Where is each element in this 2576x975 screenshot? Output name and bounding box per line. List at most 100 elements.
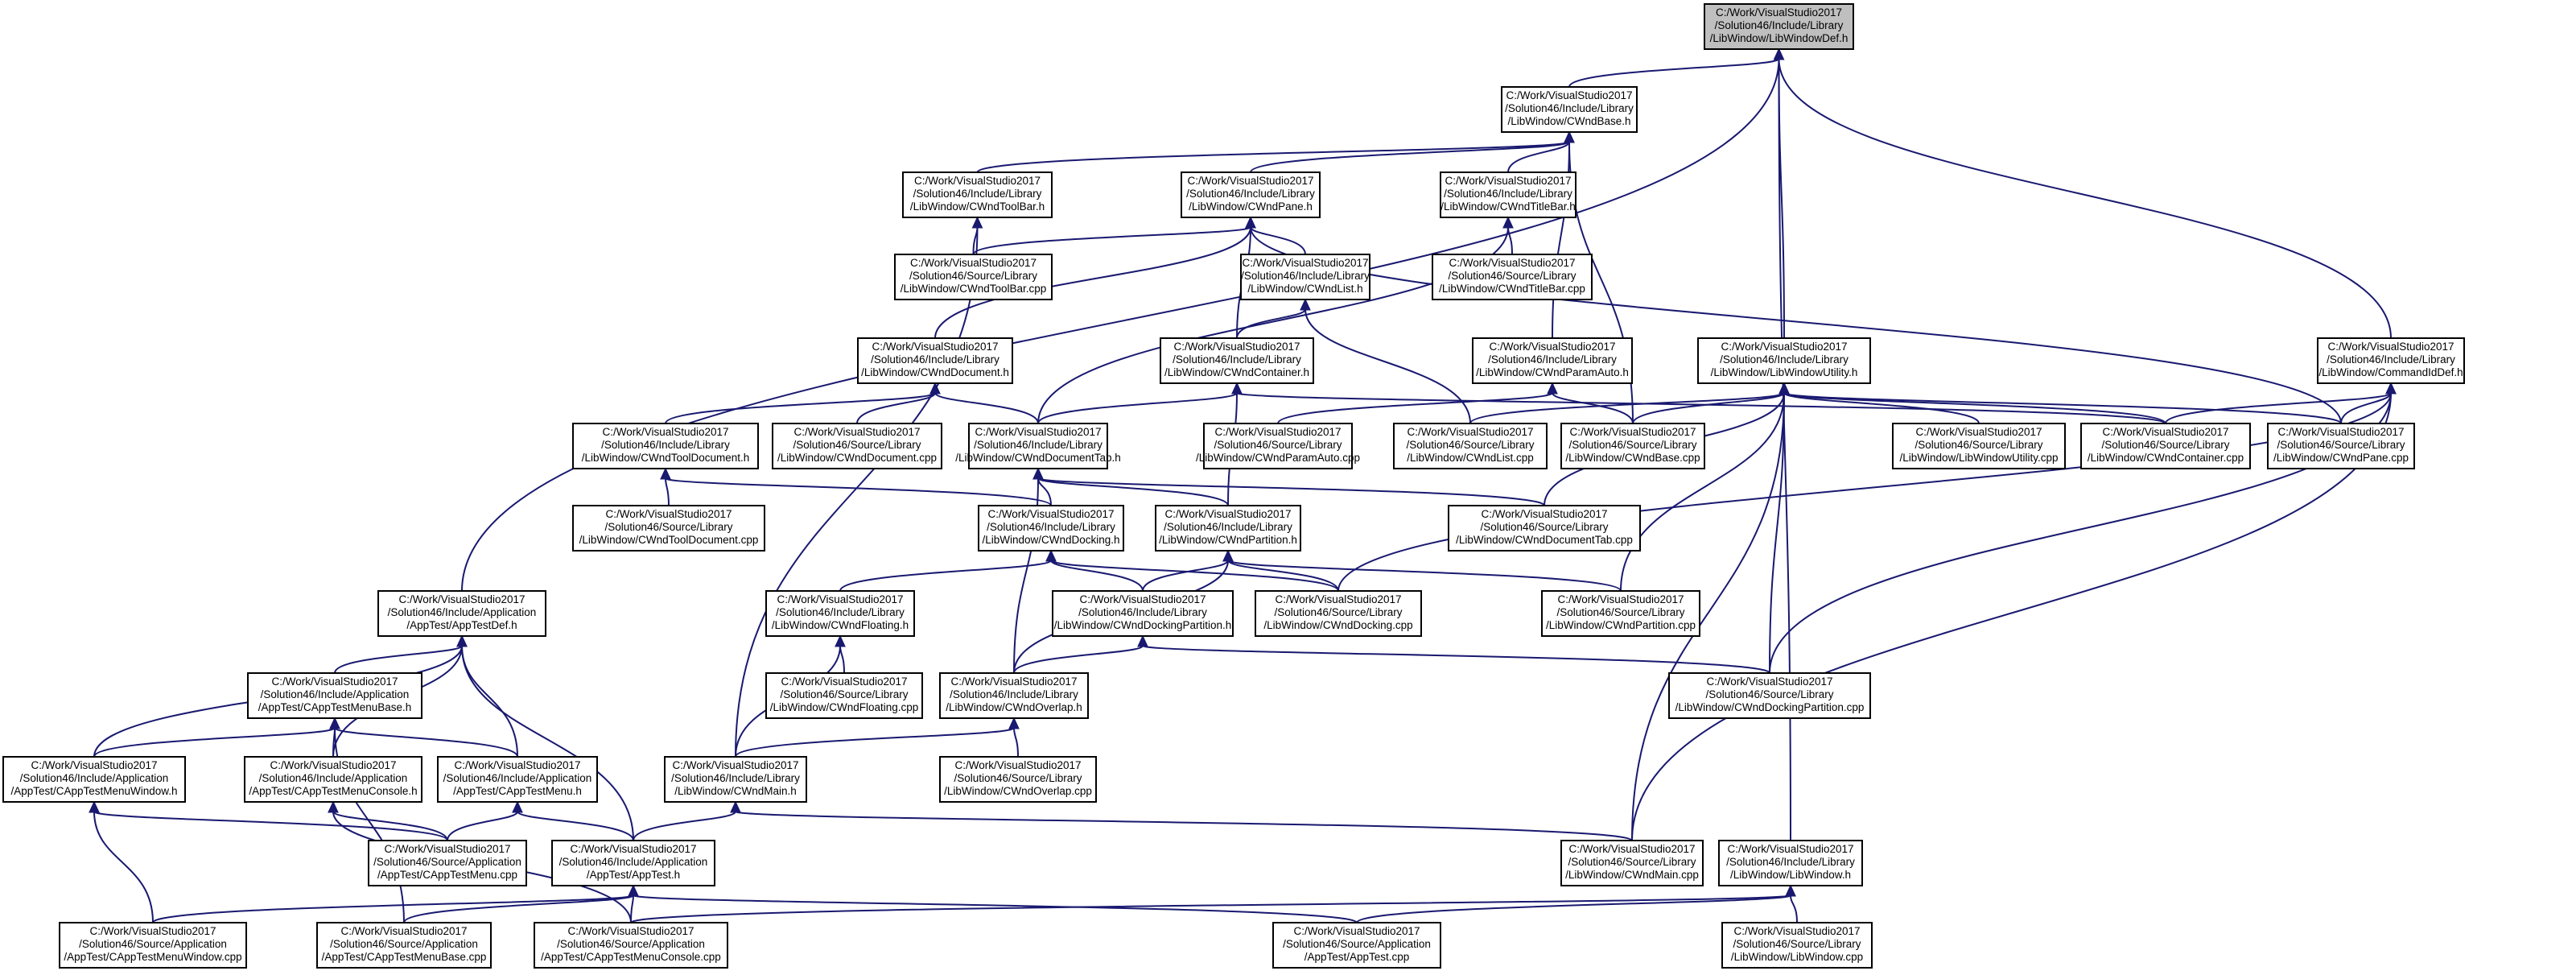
file-node-capptestmenuwindow_cpp[interactable]: C:/Work/VisualStudio2017/Solution46/Sour…	[59, 922, 247, 969]
node-label-line: /LibWindow/CWndFloating.cpp	[770, 701, 919, 713]
edge-cwndpartition_h-to-cwndpartition_cpp	[1222, 549, 1622, 592]
file-node-cwnddocument_cpp[interactable]: C:/Work/VisualStudio2017/Solution46/Sour…	[772, 423, 942, 469]
node-label-line: /LibWindow/CWndToolDocument.h	[582, 452, 750, 464]
node-label-line: /Solution46/Include/Application	[259, 772, 408, 784]
node-label-line: C:/Work/VisualStudio2017	[1557, 593, 1684, 605]
file-node-cwnddocument_h[interactable]: C:/Work/VisualStudio2017/Solution46/Incl…	[857, 337, 1013, 384]
node-label-line: C:/Work/VisualStudio2017	[2327, 341, 2454, 353]
file-node-cwnddocumenttab_cpp[interactable]: C:/Work/VisualStudio2017/Solution46/Sour…	[1448, 505, 1641, 552]
file-node-capptestmenuwindow_h[interactable]: C:/Work/VisualStudio2017/Solution46/Incl…	[2, 756, 186, 803]
file-node-apptest_cpp[interactable]: C:/Work/VisualStudio2017/Solution46/Sour…	[1272, 922, 1441, 969]
node-label-line: /Solution46/Include/Library	[913, 188, 1042, 200]
node-box	[1472, 337, 1633, 384]
file-node-cwndoverlap_h[interactable]: C:/Work/VisualStudio2017/Solution46/Incl…	[939, 672, 1089, 719]
node-label-line: /Solution46/Include/Library	[1715, 19, 1844, 31]
file-node-cwndtoolbar_h[interactable]: C:/Work/VisualStudio2017/Solution46/Incl…	[902, 171, 1053, 218]
file-node-capptestmenu_h[interactable]: C:/Work/VisualStudio2017/Solution46/Incl…	[437, 756, 598, 803]
file-node-cwndpartition_h[interactable]: C:/Work/VisualStudio2017/Solution46/Incl…	[1155, 505, 1301, 552]
node-box	[437, 756, 598, 803]
node-box	[978, 505, 1124, 552]
edge-cwndtooldocument_h-to-cwnddocking_h	[660, 467, 1052, 506]
file-node-cwndtooldocument_cpp[interactable]: C:/Work/VisualStudio2017/Solution46/Sour…	[572, 505, 765, 552]
node-label-line: /LibWindow/CWndOverlap.cpp	[944, 785, 1092, 797]
file-node-cwndparamauto_cpp[interactable]: C:/Work/VisualStudio2017/Solution46/Sour…	[1196, 423, 1360, 469]
file-node-apptest_h[interactable]: C:/Work/VisualStudio2017/Solution46/Incl…	[551, 840, 715, 886]
node-label-line: /LibWindow/LibWindow.cpp	[1731, 951, 1863, 963]
node-label-line: C:/Work/VisualStudio2017	[975, 426, 1101, 438]
node-box	[968, 423, 1108, 469]
node-label-line: C:/Work/VisualStudio2017	[1489, 341, 1615, 353]
edge-apptest_h-to-apptest_cpp	[628, 884, 1358, 923]
node-label-line: C:/Work/VisualStudio2017	[987, 508, 1114, 520]
node-label-line: C:/Work/VisualStudio2017	[1569, 426, 1696, 438]
file-node-cwndparamauto_h[interactable]: C:/Work/VisualStudio2017/Solution46/Incl…	[1472, 337, 1633, 384]
file-node-libwindowdef[interactable]: C:/Work/VisualStudio2017/Solution46/Incl…	[1704, 3, 1854, 50]
node-label-line: /LibWindow/CWndParamAuto.h	[1476, 366, 1629, 378]
node-label-line: /LibWindow/CWndBase.cpp	[1565, 452, 1700, 464]
file-node-cwndfloating_cpp[interactable]: C:/Work/VisualStudio2017/Solution46/Sour…	[765, 672, 923, 719]
node-label-line: /Solution46/Include/Library	[1078, 606, 1207, 618]
node-label-line: C:/Work/VisualStudio2017	[570, 843, 696, 855]
file-node-capptestmenuconsole_h[interactable]: C:/Work/VisualStudio2017/Solution46/Incl…	[244, 756, 422, 803]
node-label-line: /Solution46/Source/Library	[1448, 270, 1576, 282]
file-node-cwndoverlap_cpp[interactable]: C:/Work/VisualStudio2017/Solution46/Sour…	[939, 756, 1097, 803]
node-box	[765, 590, 915, 637]
node-label-line: /Solution46/Source/Library	[1568, 856, 1696, 868]
node-label-line: /Solution46/Source/Application	[1283, 938, 1431, 950]
file-node-capptestmenubase_cpp[interactable]: C:/Work/VisualStudio2017/Solution46/Sour…	[316, 922, 492, 969]
node-box	[857, 337, 1013, 384]
node-label-line: C:/Work/VisualStudio2017	[1721, 341, 1847, 353]
file-node-cwndtitlebar_h[interactable]: C:/Work/VisualStudio2017/Solution46/Incl…	[1440, 171, 1577, 218]
file-node-cwndlist_h[interactable]: C:/Work/VisualStudio2017/Solution46/Incl…	[1240, 254, 1370, 300]
node-label-line: /LibWindow/CWndDockingPartition.h	[1054, 619, 1232, 631]
edge-cwnddockingpartition_h-to-cwnddockingpartition_cpp	[1137, 634, 1770, 674]
file-node-cwndmain_h[interactable]: C:/Work/VisualStudio2017/Solution46/Incl…	[664, 756, 807, 803]
file-node-cwndpane_cpp[interactable]: C:/Work/VisualStudio2017/Solution46/Sour…	[2267, 423, 2415, 469]
node-box	[939, 672, 1089, 719]
file-node-cwndbase_cpp[interactable]: C:/Work/VisualStudio2017/Solution46/Sour…	[1560, 423, 1705, 469]
file-node-cwndbase_h[interactable]: C:/Work/VisualStudio2017/Solution46/Incl…	[1501, 86, 1638, 133]
node-label-line: C:/Work/VisualStudio2017	[1293, 925, 1420, 937]
file-node-libwindowutility_h[interactable]: C:/Work/VisualStudio2017/Solution46/Incl…	[1697, 337, 1871, 384]
file-node-libwindowutility_cpp[interactable]: C:/Work/VisualStudio2017/Solution46/Sour…	[1892, 423, 2066, 469]
file-node-commandiddef_h[interactable]: C:/Work/VisualStudio2017/Solution46/Incl…	[2317, 337, 2465, 384]
file-node-cwnddockingpartition_cpp[interactable]: C:/Work/VisualStudio2017/Solution46/Sour…	[1668, 672, 1871, 719]
file-node-cwndtitlebar_cpp[interactable]: C:/Work/VisualStudio2017/Solution46/Sour…	[1432, 254, 1593, 300]
file-node-cwndmain_cpp[interactable]: C:/Work/VisualStudio2017/Solution46/Sour…	[1560, 840, 1704, 886]
edge-apptest_h-to-capptestmenuwindow_cpp	[152, 884, 639, 923]
file-node-cwndfloating_h[interactable]: C:/Work/VisualStudio2017/Solution46/Incl…	[765, 590, 915, 637]
file-node-apptestdef_h[interactable]: C:/Work/VisualStudio2017/Solution46/Incl…	[377, 590, 546, 637]
edge-apptestdef_h-to-capptestmenubase_h	[334, 634, 468, 674]
node-label-line: C:/Work/VisualStudio2017	[1506, 89, 1632, 101]
file-node-cwnddocumenttab_h[interactable]: C:/Work/VisualStudio2017/Solution46/Incl…	[955, 423, 1121, 469]
file-node-capptestmenuconsole_cpp[interactable]: C:/Work/VisualStudio2017/Solution46/Sour…	[534, 922, 728, 969]
file-node-capptestmenubase_h[interactable]: C:/Work/VisualStudio2017/Solution46/Incl…	[247, 672, 422, 719]
node-label-line: /Solution46/Source/Library	[2101, 439, 2229, 451]
file-node-cwndtoolbar_cpp[interactable]: C:/Work/VisualStudio2017/Solution46/Sour…	[894, 254, 1053, 300]
file-node-cwndpane_h[interactable]: C:/Work/VisualStudio2017/Solution46/Incl…	[1181, 171, 1321, 218]
node-label-line: C:/Work/VisualStudio2017	[89, 925, 216, 937]
file-node-cwndlist_cpp[interactable]: C:/Work/VisualStudio2017/Solution46/Sour…	[1393, 423, 1548, 469]
file-node-libwindow_h[interactable]: C:/Work/VisualStudio2017/Solution46/Incl…	[1718, 840, 1863, 886]
file-node-cwnddocking_h[interactable]: C:/Work/VisualStudio2017/Solution46/Incl…	[978, 505, 1124, 552]
file-node-cwndcontainer_cpp[interactable]: C:/Work/VisualStudio2017/Solution46/Sour…	[2080, 423, 2251, 469]
file-node-cwndcontainer_h[interactable]: C:/Work/VisualStudio2017/Solution46/Incl…	[1160, 337, 1314, 384]
edge-cwndpane_h-to-cwndpane_cpp	[1245, 216, 2342, 424]
node-label-line: C:/Work/VisualStudio2017	[1568, 843, 1695, 855]
file-node-capptestmenu_cpp[interactable]: C:/Work/VisualStudio2017/Solution46/Sour…	[368, 840, 527, 886]
file-node-cwnddocking_cpp[interactable]: C:/Work/VisualStudio2017/Solution46/Sour…	[1255, 590, 1422, 637]
node-label-line: /Solution46/Include/Application	[388, 606, 537, 618]
node-box	[902, 171, 1053, 218]
node-label-line: C:/Work/VisualStudio2017	[1187, 175, 1313, 187]
file-node-libwindow_cpp[interactable]: C:/Work/VisualStudio2017/Solution46/Sour…	[1721, 922, 1873, 969]
node-label-line: /LibWindow/CWndToolBar.cpp	[901, 283, 1047, 295]
file-node-cwndpartition_cpp[interactable]: C:/Work/VisualStudio2017/Solution46/Sour…	[1541, 590, 1700, 637]
node-box	[1203, 423, 1353, 469]
node-box	[772, 423, 942, 469]
node-label-line: /Solution46/Source/Application	[330, 938, 478, 950]
node-label-line: /LibWindow/CommandIdDef.h	[2318, 366, 2463, 378]
file-node-cwnddockingpartition_h[interactable]: C:/Work/VisualStudio2017/Solution46/Incl…	[1052, 590, 1234, 637]
file-node-cwndtooldocument_h[interactable]: C:/Work/VisualStudio2017/Solution46/Incl…	[572, 423, 759, 469]
node-label-line: /LibWindow/CWndPartition.cpp	[1546, 619, 1696, 631]
node-label-line: /Solution46/Source/Library	[1556, 606, 1684, 618]
